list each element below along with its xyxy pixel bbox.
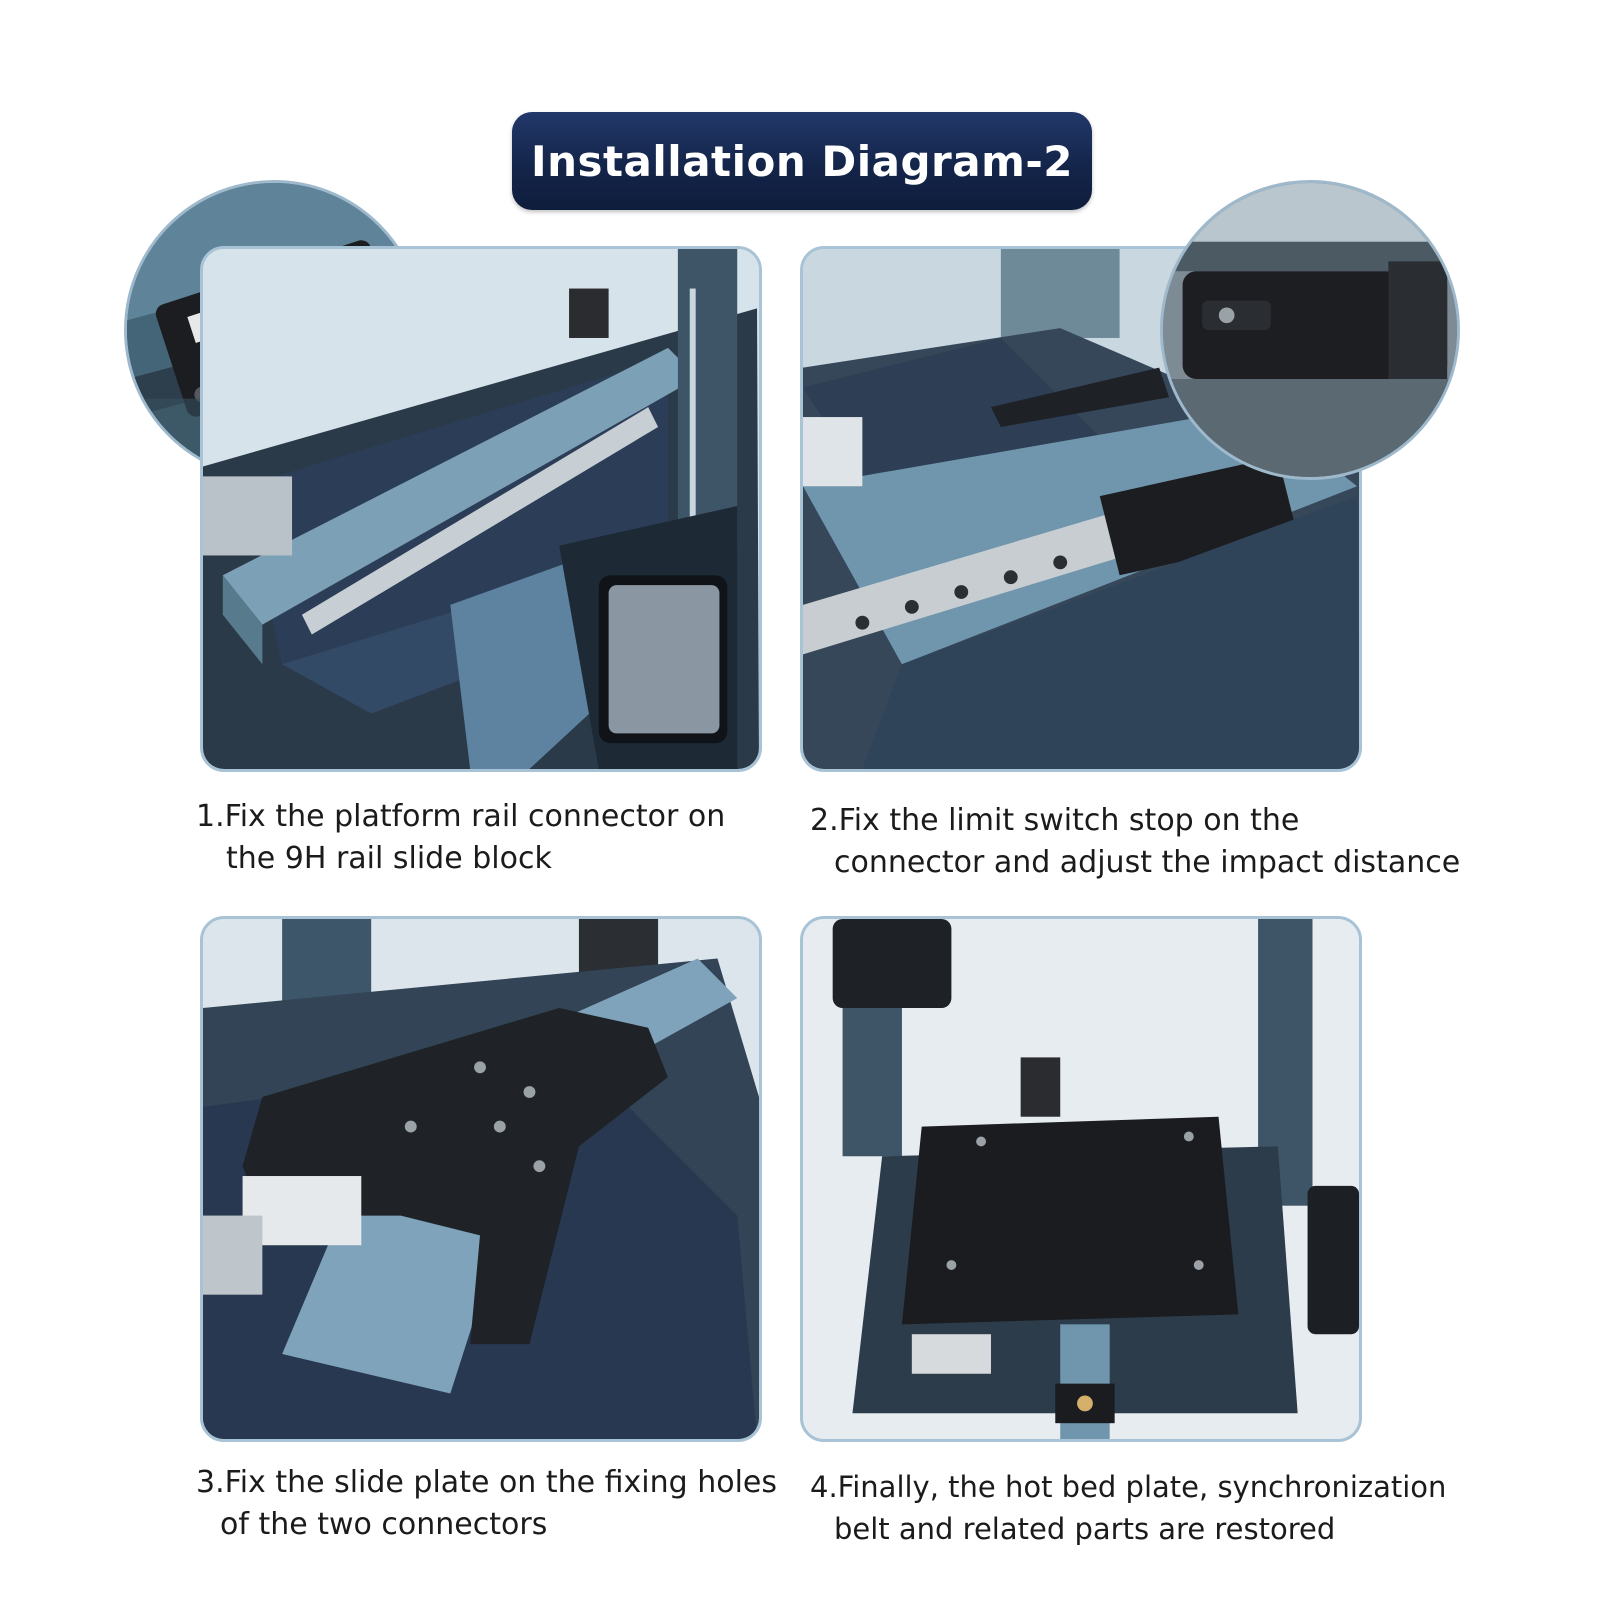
step-1-caption: 1.Fix the platform rail connector on the… bbox=[196, 796, 725, 880]
step-2-caption: 2.Fix the limit switch stop on the conne… bbox=[810, 800, 1460, 884]
step-4-caption-line2: belt and related parts are restored bbox=[834, 1512, 1336, 1546]
step-2-caption-line1: 2.Fix the limit switch stop on the bbox=[810, 803, 1300, 838]
step-3-caption-line1: 3.Fix the slide plate on the fixing hole… bbox=[196, 1465, 777, 1500]
step-3-image bbox=[200, 916, 762, 1442]
step-1-caption-line1: 1.Fix the platform rail connector on bbox=[196, 799, 726, 834]
step-4-image bbox=[800, 916, 1362, 1442]
step-3-caption-line2: of the two connectors bbox=[220, 1507, 548, 1542]
step-4-caption-line1: 4.Finally, the hot bed plate, synchroniz… bbox=[810, 1470, 1447, 1504]
page-title: Installation Diagram-2 bbox=[512, 112, 1092, 210]
step-1-image bbox=[200, 246, 762, 772]
step-1-caption-line2: the 9H rail slide block bbox=[226, 841, 552, 876]
zoom-detail-limit-switch-stop bbox=[1160, 180, 1460, 480]
step-2-caption-line2: connector and adjust the impact distance bbox=[834, 845, 1461, 880]
step-4-caption: 4.Finally, the hot bed plate, synchroniz… bbox=[810, 1466, 1446, 1550]
step-3-caption: 3.Fix the slide plate on the fixing hole… bbox=[196, 1462, 777, 1546]
